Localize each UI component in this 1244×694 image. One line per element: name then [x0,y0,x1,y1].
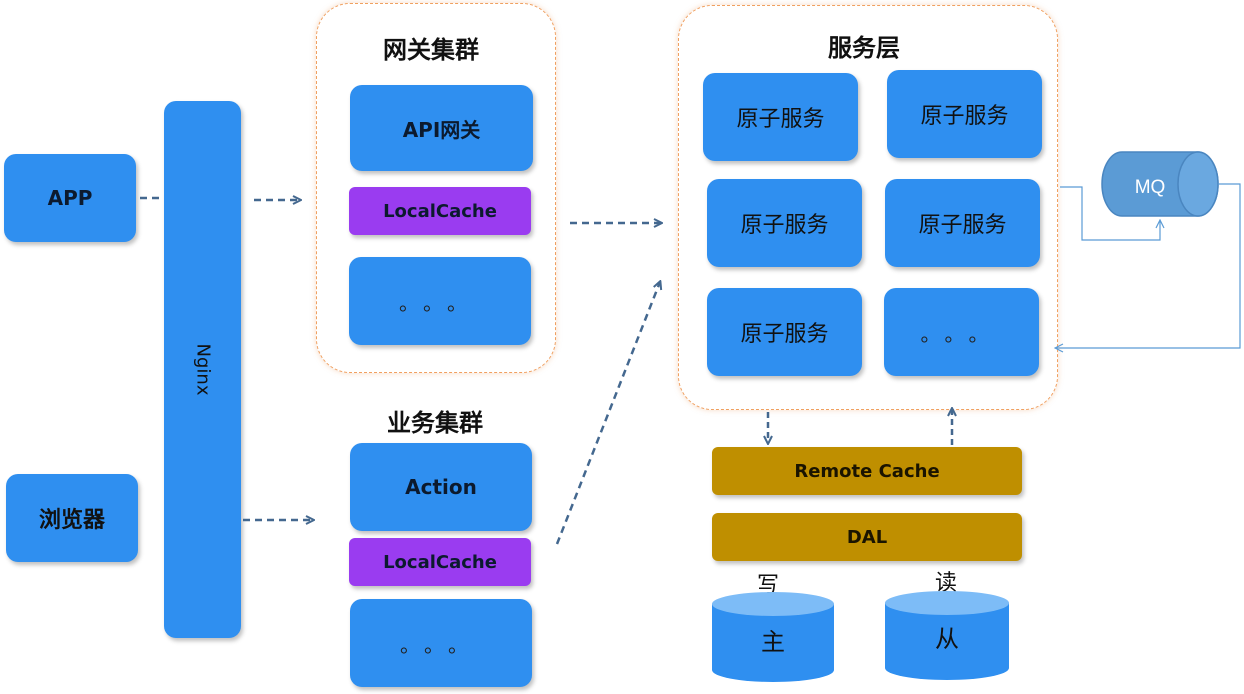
action-box: Action [350,443,532,531]
slave-db-cylinder [885,591,1009,680]
api-gateway-box: API网关 [350,85,533,171]
atomic-service-label: 原子服务 [740,322,829,347]
read-label: 读 [935,571,958,596]
slave-db-label: 从 [935,625,959,653]
atomic-service-label: 原子服务 [736,107,825,132]
gateway-more-label: 。。。 [399,290,481,315]
atomic-service-box: 原子服务 [887,70,1042,158]
atomic-service-box: 原子服务 [885,179,1040,267]
write-label: 写 [757,573,780,598]
browser-client: 浏览器 [6,474,138,562]
service-more-box: 。。。 [884,288,1039,376]
business-cluster-title: 业务集群 [387,408,483,437]
browser-label: 浏览器 [38,507,105,533]
business-local-cache-box: LocalCache [349,538,531,586]
gateway-local-cache-label: LocalCache [383,200,497,222]
atomic-service-box: 原子服务 [707,179,862,267]
mq-label: MQ [1135,177,1166,198]
service-more-label: 。。。 [920,321,1003,346]
gateway-cluster-title: 网关集群 [383,35,479,64]
mq-to-service-connector [1056,183,1241,348]
app-label: APP [47,186,93,210]
gateway-more-box: 。。。 [349,257,531,345]
business-to-service-arrow [555,282,660,545]
service-to-mq-connector [1060,186,1160,241]
remote-cache-label: Remote Cache [794,460,940,482]
atomic-service-label: 原子服务 [918,213,1007,238]
dal-label: DAL [846,526,888,548]
atomic-service-box: 原子服务 [703,73,858,161]
business-local-cache-label: LocalCache [383,551,497,573]
atomic-service-box: 原子服务 [707,288,862,376]
business-more-box: 。。。 [350,599,532,687]
mq-cylinder [1101,151,1219,217]
master-db-label: 主 [761,628,785,656]
atomic-service-label: 原子服务 [740,213,829,238]
master-db-cylinder [712,592,834,682]
atomic-service-label: 原子服务 [920,104,1009,129]
remote-cache-box: Remote Cache [712,447,1022,495]
app-client: APP [4,154,136,242]
api-gateway-label: API网关 [402,117,481,142]
service-layer-title: 服务层 [828,33,900,62]
gateway-local-cache-box: LocalCache [349,187,531,235]
action-label: Action [405,475,477,499]
business-more-label: 。。。 [400,632,482,657]
dal-box: DAL [712,513,1022,561]
nginx-bar: Nginx [164,101,241,638]
